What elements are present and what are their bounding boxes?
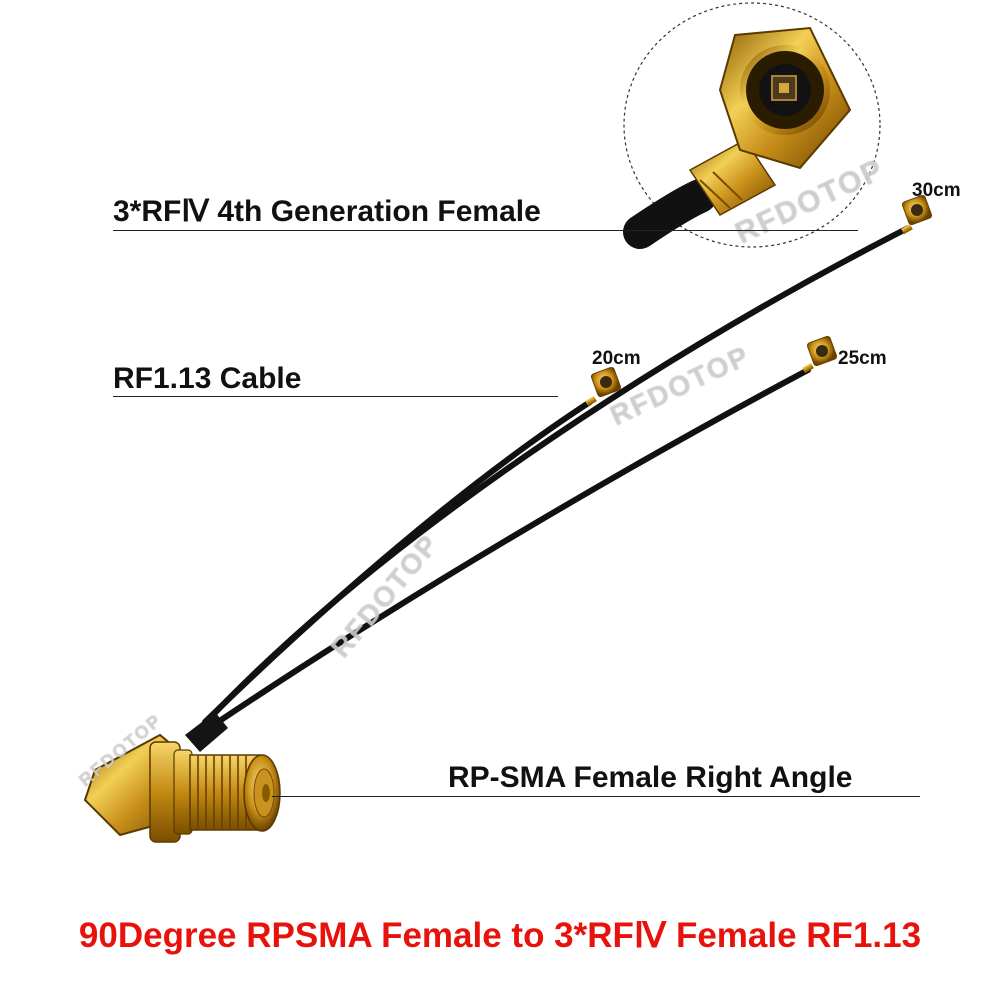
end-connector-25cm <box>802 335 838 374</box>
end-connector-20cm <box>585 366 622 407</box>
label-connector-top: 3*RFⅣ 4th Generation Female <box>113 195 541 228</box>
rp-sma-connector <box>83 733 281 843</box>
leader-line-connector <box>113 230 858 231</box>
label-sma: RP-SMA Female Right Angle <box>448 761 853 794</box>
length-20cm: 20cm <box>592 348 641 369</box>
shrink-boot <box>185 712 228 752</box>
length-25cm: 25cm <box>838 348 887 369</box>
zoom-cable <box>623 179 717 249</box>
end-connector-30cm <box>901 194 933 235</box>
zoom-ferrule <box>688 139 777 216</box>
label-cable: RF1.13 Cable <box>113 362 302 395</box>
cable-25cm <box>212 367 811 727</box>
length-30cm: 30cm <box>912 180 961 201</box>
cable-30cm <box>207 225 911 721</box>
cable-20cm <box>202 399 593 725</box>
product-caption: 90Degree RPSMA Female to 3*RFⅣ Female RF… <box>78 916 922 955</box>
zoom-ellipse <box>623 2 881 248</box>
leader-line-cable <box>113 396 558 397</box>
leader-line-sma <box>272 796 920 797</box>
